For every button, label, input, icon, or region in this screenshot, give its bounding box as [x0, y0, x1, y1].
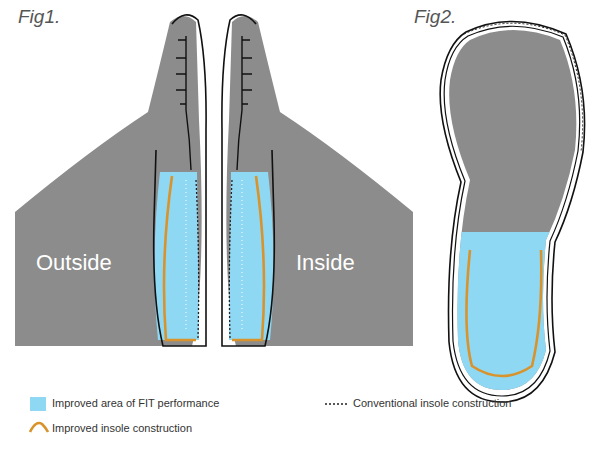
- legend-text: Improved area of FIT performance: [52, 397, 219, 409]
- fit-area: [440, 232, 590, 402]
- legend-text: Improved insole construction: [52, 422, 192, 434]
- outside-view: [15, 15, 206, 346]
- side-label: Inside: [296, 250, 355, 276]
- figure-label: Fig2.: [414, 6, 456, 28]
- orange-curve-sample: [30, 423, 48, 432]
- side-label: Outside: [36, 250, 112, 276]
- dotted-line-sample: [325, 403, 348, 404]
- legend-swatch: [30, 397, 46, 411]
- conventional-outline: [464, 23, 583, 152]
- legend-text: Conventional insole construction: [353, 397, 511, 409]
- improved-insole-curve: [466, 250, 541, 376]
- inside-view: [222, 15, 413, 346]
- figure-label: Fig1.: [18, 6, 60, 28]
- insole-outline-inner: [444, 26, 580, 396]
- insole-outline: [440, 21, 584, 402]
